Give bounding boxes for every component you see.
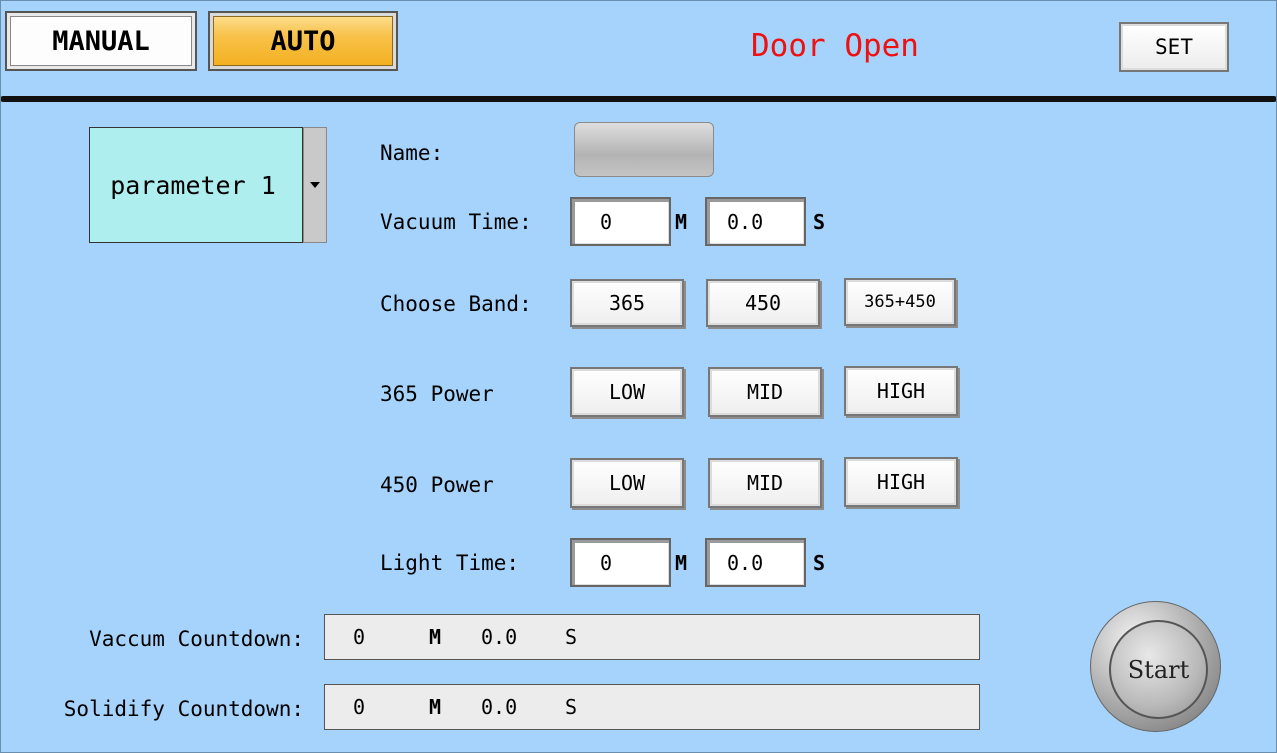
parameter-select[interactable]: parameter 1 bbox=[89, 127, 303, 243]
choose-band-label: Choose Band: bbox=[380, 292, 532, 316]
solidify-countdown-label: Solidify Countdown: bbox=[63, 697, 304, 721]
vacuum-countdown-label: Vaccum Countdown: bbox=[89, 627, 304, 651]
chevron-down-icon bbox=[310, 182, 320, 188]
light-seconds-unit: S bbox=[813, 551, 826, 575]
solidify-countdown-unit-m: M bbox=[429, 695, 442, 719]
start-button-label: Start bbox=[1109, 620, 1208, 719]
band-450-button[interactable]: 450 bbox=[706, 279, 820, 327]
name-label: Name: bbox=[380, 141, 444, 165]
band-365-button[interactable]: 365 bbox=[570, 279, 684, 327]
power-365-mid-button[interactable]: MID bbox=[708, 367, 822, 417]
light-seconds-value: 0.0 bbox=[727, 550, 764, 575]
vacuum-countdown-display: 0 M 0.0 S bbox=[324, 614, 980, 660]
set-button[interactable]: SET bbox=[1119, 22, 1229, 72]
solidify-countdown-minutes: 0 bbox=[353, 695, 366, 719]
vacuum-seconds-input[interactable]: 0.0 bbox=[705, 197, 806, 246]
vacuum-minutes-value: 0 bbox=[600, 209, 613, 234]
manual-mode-button[interactable]: MANUAL bbox=[5, 11, 197, 71]
vacuum-seconds-unit: S bbox=[813, 210, 826, 234]
solidify-countdown-unit-s: S bbox=[565, 695, 578, 719]
light-minutes-value: 0 bbox=[600, 550, 613, 575]
power-450-low-button[interactable]: LOW bbox=[570, 458, 684, 508]
vacuum-countdown-unit-s: S bbox=[565, 625, 578, 649]
vacuum-minutes-input[interactable]: 0 bbox=[570, 197, 671, 246]
power-450-label: 450 Power bbox=[380, 473, 494, 497]
power-365-label: 365 Power bbox=[380, 382, 494, 406]
vacuum-time-label: Vacuum Time: bbox=[380, 210, 532, 234]
parameter-dropdown-button[interactable] bbox=[303, 127, 327, 243]
solidify-countdown-seconds: 0.0 bbox=[481, 695, 518, 719]
light-minutes-input[interactable]: 0 bbox=[570, 538, 671, 587]
light-time-label: Light Time: bbox=[380, 551, 520, 575]
parameter-select-value: parameter 1 bbox=[110, 170, 276, 200]
band-365-450-button[interactable]: 365+450 bbox=[844, 278, 956, 326]
name-field[interactable] bbox=[574, 122, 714, 177]
vacuum-countdown-unit-m: M bbox=[429, 625, 442, 649]
power-365-high-button[interactable]: HIGH bbox=[844, 366, 958, 416]
light-minutes-unit: M bbox=[675, 551, 688, 575]
vacuum-countdown-seconds: 0.0 bbox=[481, 625, 518, 649]
light-seconds-input[interactable]: 0.0 bbox=[705, 538, 806, 587]
vacuum-minutes-unit: M bbox=[675, 210, 688, 234]
solidify-countdown-display: 0 M 0.0 S bbox=[324, 684, 980, 730]
vacuum-countdown-minutes: 0 bbox=[353, 625, 366, 649]
start-button[interactable]: Start bbox=[1090, 601, 1221, 732]
vacuum-seconds-value: 0.0 bbox=[727, 209, 764, 234]
door-status-text: Door Open bbox=[751, 28, 919, 64]
header-divider bbox=[0, 96, 1277, 102]
power-450-mid-button[interactable]: MID bbox=[708, 458, 822, 508]
auto-mode-button[interactable]: AUTO bbox=[208, 11, 398, 71]
power-450-high-button[interactable]: HIGH bbox=[844, 457, 958, 507]
power-365-low-button[interactable]: LOW bbox=[570, 367, 684, 417]
